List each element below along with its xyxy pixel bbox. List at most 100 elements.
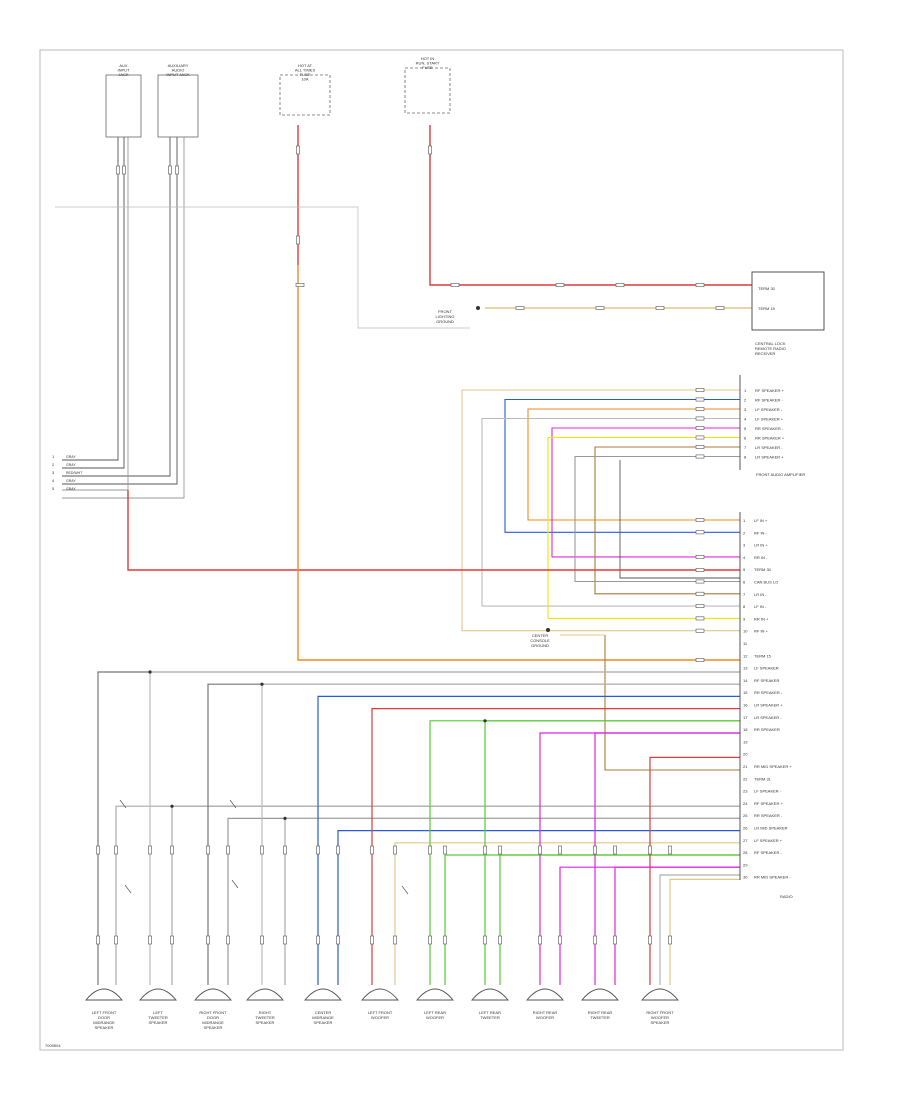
radio-pin-number: 22 xyxy=(743,776,748,781)
radio-pin-label: RR MID SPEAKER + xyxy=(754,764,792,769)
connector-mark xyxy=(370,935,374,945)
connector-mark xyxy=(443,845,447,855)
diagram-frame xyxy=(39,49,844,1051)
radio-pin-number: 26 xyxy=(743,826,748,831)
amp-pin-label: RF SPEAKER + xyxy=(755,388,784,393)
connector-mark xyxy=(648,845,652,855)
connector-mark xyxy=(695,435,705,440)
source-box-src4 xyxy=(404,67,451,114)
connector-mark xyxy=(206,845,210,855)
splice-dot xyxy=(260,682,264,686)
capacitor-mark xyxy=(231,879,239,889)
connector-mark xyxy=(498,935,502,945)
connector-mark xyxy=(715,306,725,310)
radio-pin-label: TERM 30 xyxy=(754,567,772,572)
amp-pin-number: 8 xyxy=(744,455,747,460)
connector-mark xyxy=(260,845,264,855)
connector-mark xyxy=(148,845,152,855)
connector-mark xyxy=(558,845,562,855)
connector-mark xyxy=(295,283,305,287)
left-connector-pin: 4 xyxy=(52,478,55,483)
radio-pin-label: RF SPEAKER xyxy=(754,678,779,683)
left-connector-wire-label: GRAY xyxy=(66,463,76,467)
amp-pin-label: LF SPEAKER + xyxy=(755,417,784,422)
speaker-wire xyxy=(337,829,740,985)
splice-dot xyxy=(170,804,174,808)
connector-mark xyxy=(695,454,705,459)
speaker-wire xyxy=(659,874,740,985)
speaker-wire xyxy=(594,732,740,985)
connector-mark xyxy=(260,935,264,945)
radio-pin-number: 23 xyxy=(743,789,748,794)
connector-mark xyxy=(593,935,597,945)
connector-mark xyxy=(695,658,705,662)
interconnect-wire xyxy=(551,427,740,558)
power-wire-red xyxy=(429,125,752,286)
amp-pin-number: 2 xyxy=(744,398,747,403)
radio-pin-number: 28 xyxy=(743,850,748,855)
radio-pin-number: 12 xyxy=(743,653,748,658)
speaker-wire xyxy=(614,866,740,985)
figure-code: 7009504 xyxy=(45,1043,61,1048)
connector-mark xyxy=(593,845,597,855)
radio-pin-label: TERM 31 xyxy=(754,776,772,781)
radio-pin-number: 8 xyxy=(743,604,746,609)
aux-wire xyxy=(62,137,171,477)
amp-box xyxy=(740,375,830,475)
radio-pin-label: LR SPEAKER - xyxy=(754,715,782,720)
speaker-sp3 xyxy=(194,988,232,1001)
radio-pin-number: 1 xyxy=(743,518,746,523)
speaker-wire xyxy=(115,805,740,985)
connector-mark xyxy=(170,845,174,855)
connector-mark xyxy=(695,530,705,535)
connector-mark xyxy=(695,554,705,559)
connector-mark xyxy=(695,591,705,596)
radio-pin-number: 16 xyxy=(743,703,748,708)
speaker-wire xyxy=(649,756,740,985)
connector-mark xyxy=(558,935,562,945)
interconnect-wire xyxy=(527,408,740,521)
radio-pin-label: TERM 15 xyxy=(754,653,772,658)
radio-pin-number: 9 xyxy=(743,616,746,621)
splice-dot xyxy=(283,816,287,821)
speaker-wire xyxy=(317,695,740,985)
left-connector-wire-label: GRAY xyxy=(66,455,76,459)
radio-pin-label: LF SPEAKER - xyxy=(754,789,782,794)
radio-pin-label: RR MID SPEAKER - xyxy=(754,875,791,880)
speaker-sp1 xyxy=(85,988,123,1001)
left-connector-wire-label: RED/WHT xyxy=(66,471,83,475)
radio-pin-number: 25 xyxy=(743,813,748,818)
speaker-wire xyxy=(539,732,740,985)
radio-pin-number: 13 xyxy=(743,666,748,671)
ground-wire xyxy=(604,635,740,771)
radio-pin-number: 11 xyxy=(743,641,748,646)
amp-pin-number: 6 xyxy=(744,436,747,441)
connector-mark xyxy=(148,935,152,945)
connector-mark xyxy=(336,935,340,945)
speaker-wire xyxy=(394,842,740,985)
ground-symbol xyxy=(546,628,550,632)
connector-mark xyxy=(336,845,340,855)
radio-pin-label: LF SPEAKER xyxy=(754,666,779,671)
aux-wire xyxy=(62,137,178,485)
radio-label: RADIO xyxy=(780,894,793,899)
radio-pin-label: RR IN - xyxy=(754,555,768,560)
amp-pin-label: LR SPEAKER - xyxy=(755,445,783,450)
radio-pin-number: 7 xyxy=(743,592,746,597)
connector-mark xyxy=(695,426,705,430)
speaker-sp2 xyxy=(139,988,177,1001)
connector-mark xyxy=(538,845,542,855)
connector-mark xyxy=(695,628,705,633)
radio-pin-number: 3 xyxy=(743,543,746,548)
radio-pin-label: RR SPEAKER - xyxy=(754,690,783,695)
